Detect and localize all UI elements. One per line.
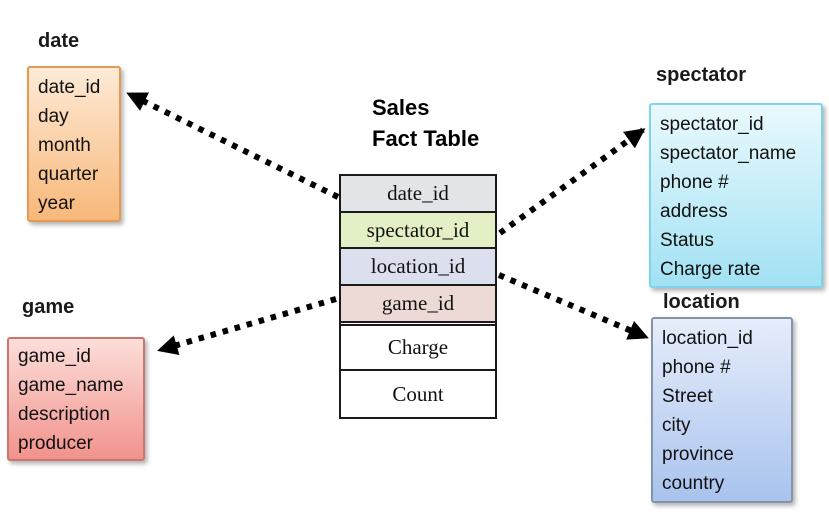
- fact-row: game_id: [341, 286, 495, 323]
- date-field: day: [38, 106, 69, 127]
- arrow-fact-to-date: [126, 91, 340, 200]
- fact-table-separator: [341, 323, 495, 326]
- game-field: game_name: [18, 375, 124, 396]
- fact-table-title: Sales Fact Table: [372, 92, 479, 154]
- game-table-title: game: [22, 296, 75, 318]
- arrow-fact-to-spectator: [498, 127, 646, 236]
- fact-row: Count: [341, 371, 495, 417]
- fact-table-title-line1: Sales: [372, 95, 430, 120]
- date-table: date_id day month quarter year: [27, 66, 121, 222]
- spectator-field: Status: [660, 230, 714, 251]
- location-field: country: [662, 473, 725, 494]
- game-table: game_id game_name description producer: [7, 337, 145, 461]
- arrow-fact-to-game: [157, 296, 337, 355]
- location-field: Street: [662, 386, 713, 407]
- spectator-table: spectator_id spectator_name phone # addr…: [649, 103, 823, 288]
- fact-row: spectator_id: [341, 213, 495, 249]
- spectator-field: address: [660, 201, 728, 222]
- date-table-title: date: [38, 30, 80, 52]
- spectator-field: phone #: [660, 172, 729, 193]
- location-field: city: [662, 415, 691, 436]
- spectator-field: spectator_id: [660, 114, 764, 135]
- arrow-fact-to-location: [497, 272, 649, 340]
- sales-fact-table: date_id spectator_id location_id game_id…: [339, 174, 497, 419]
- date-field: month: [38, 135, 91, 156]
- fact-row: Charge: [341, 326, 495, 371]
- location-field: location_id: [662, 328, 753, 349]
- game-field: game_id: [18, 346, 91, 367]
- spectator-field: Charge rate: [660, 259, 761, 280]
- fact-row: date_id: [341, 176, 495, 213]
- game-field: producer: [18, 433, 93, 454]
- spectator-table-title: spectator: [656, 64, 747, 86]
- date-field: year: [38, 193, 75, 214]
- date-field: quarter: [38, 164, 99, 185]
- location-field: province: [662, 444, 734, 465]
- location-field: phone #: [662, 357, 731, 378]
- game-field: description: [18, 404, 110, 425]
- fact-table-title-line2: Fact Table: [372, 126, 480, 151]
- location-table-title: location: [663, 291, 740, 313]
- spectator-field: spectator_name: [660, 143, 797, 164]
- date-field: date_id: [38, 77, 101, 98]
- location-table: location_id phone # Street city province…: [651, 317, 793, 503]
- fact-row: location_id: [341, 249, 495, 286]
